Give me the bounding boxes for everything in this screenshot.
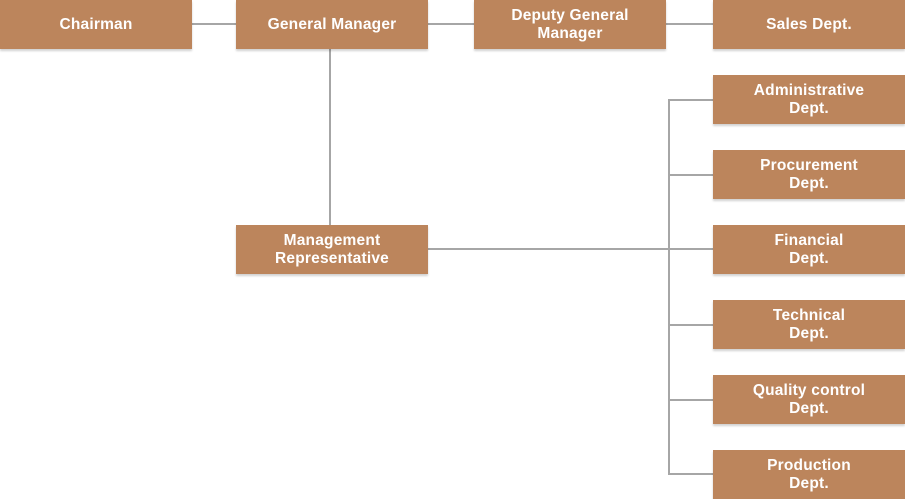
node-general-manager-label: General Manager — [267, 15, 397, 33]
connector-branch-procurement — [668, 174, 713, 176]
node-technical-dept: Technical Dept. — [713, 300, 905, 349]
node-procurement-dept-label: Procurement Dept. — [760, 156, 858, 192]
connector-general-manager-deputy — [428, 23, 474, 25]
connector-branch-production — [668, 473, 713, 475]
node-quality-control-dept-label: Quality control Dept. — [752, 381, 866, 417]
node-management-representative-label: Management Representative — [275, 231, 389, 267]
node-technical-dept-label: Technical Dept. — [772, 306, 846, 342]
connector-management-representative-trunk — [428, 248, 713, 250]
connector-deputy-sales — [666, 23, 713, 25]
connector-trunk-vertical — [668, 99, 670, 475]
node-deputy-general-manager-label: Deputy General Manager — [511, 6, 629, 42]
connector-branch-technical — [668, 324, 713, 326]
node-financial-dept: Financial Dept. — [713, 225, 905, 274]
node-financial-dept-label: Financial Dept. — [774, 231, 844, 267]
node-chairman-label: Chairman — [59, 15, 133, 33]
node-sales-dept: Sales Dept. — [713, 0, 905, 49]
node-production-dept-label: Production Dept. — [767, 456, 851, 492]
connector-branch-administrative — [668, 99, 713, 101]
node-general-manager: General Manager — [236, 0, 428, 49]
node-procurement-dept: Procurement Dept. — [713, 150, 905, 199]
node-quality-control-dept: Quality control Dept. — [713, 375, 905, 424]
connector-general-manager-management-representative — [329, 49, 331, 225]
node-deputy-general-manager: Deputy General Manager — [474, 0, 666, 49]
node-administrative-dept-label: Administrative Dept. — [753, 81, 865, 117]
node-management-representative: Management Representative — [236, 225, 428, 274]
node-sales-dept-label: Sales Dept. — [766, 15, 852, 33]
node-administrative-dept: Administrative Dept. — [713, 75, 905, 124]
connector-chairman-general-manager — [192, 23, 236, 25]
connector-branch-quality-control — [668, 399, 713, 401]
node-production-dept: Production Dept. — [713, 450, 905, 499]
node-chairman: Chairman — [0, 0, 192, 49]
